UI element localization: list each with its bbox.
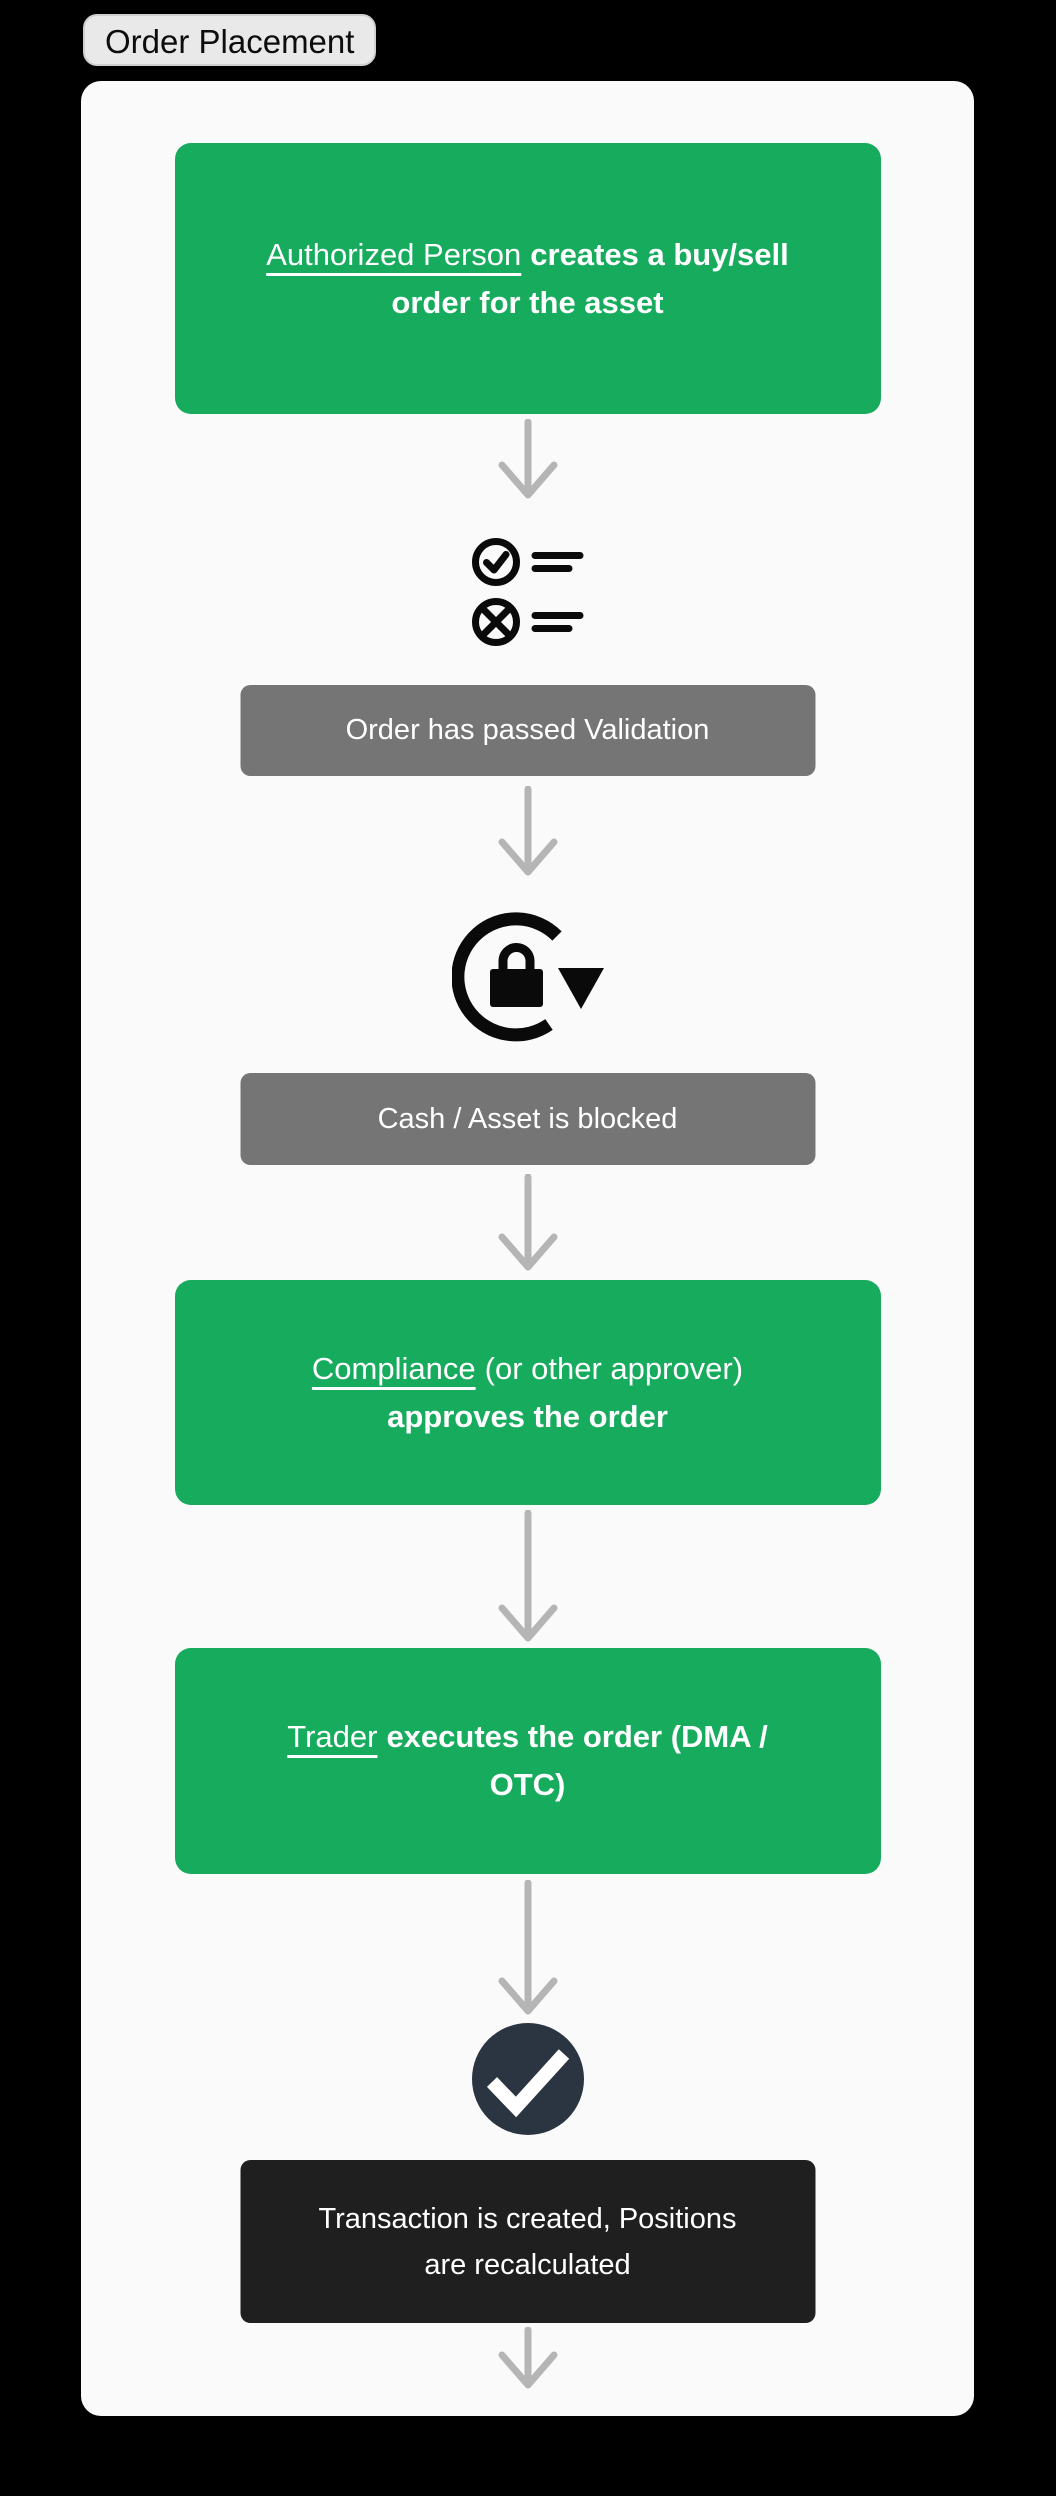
step-text: approves the order (387, 1398, 668, 1434)
step-text: Order has passed Validation (345, 714, 710, 746)
step-text: creates a buy/sell (530, 236, 789, 272)
step-text-line: OTC) (490, 1761, 566, 1809)
step-text-line: approves the order (387, 1393, 668, 1441)
down-arrow-icon (498, 2327, 557, 2389)
trader-link[interactable]: Trader (287, 1719, 378, 1754)
flow-step-asset-blocked: Cash / Asset is blocked (240, 1073, 815, 1165)
flow-step-transaction-created: Transaction is created, Positions are re… (240, 2160, 815, 2323)
lock-rotate-icon (451, 912, 604, 1042)
step-text-line: order for the asset (391, 279, 663, 327)
flow-step-compliance-approves: Compliance(or other approver) approves t… (174, 1280, 881, 1505)
step-text: order for the asset (391, 284, 664, 320)
diagram-title: Order Placement (105, 23, 355, 60)
step-text: OTC) (489, 1767, 566, 1802)
flow-step-validation-passed: Order has passed Validation (240, 685, 815, 776)
validation-checklist-icon (471, 538, 583, 646)
step-text-line: Compliance(or other approver) (312, 1345, 743, 1393)
authorized-person-link[interactable]: Authorized Person (266, 236, 522, 272)
down-arrow-icon (498, 1880, 557, 2015)
step-text-line: are recalculated (424, 2248, 631, 2281)
down-arrow-icon (498, 1174, 557, 1271)
step-text-line: Transaction is created, Positions (318, 2202, 737, 2235)
step-text: (or other approver) (484, 1350, 744, 1386)
check-circle-icon (471, 2023, 584, 2135)
compliance-link[interactable]: Compliance (311, 1350, 476, 1386)
down-arrow-icon (498, 786, 557, 876)
step-text: Cash / Asset is blocked (377, 1102, 678, 1135)
step-text: executes the order (DMA / (386, 1719, 768, 1754)
down-arrow-icon (498, 419, 557, 499)
down-arrow-icon (498, 1510, 557, 1642)
diagram-title-tab: Order Placement (83, 14, 377, 66)
